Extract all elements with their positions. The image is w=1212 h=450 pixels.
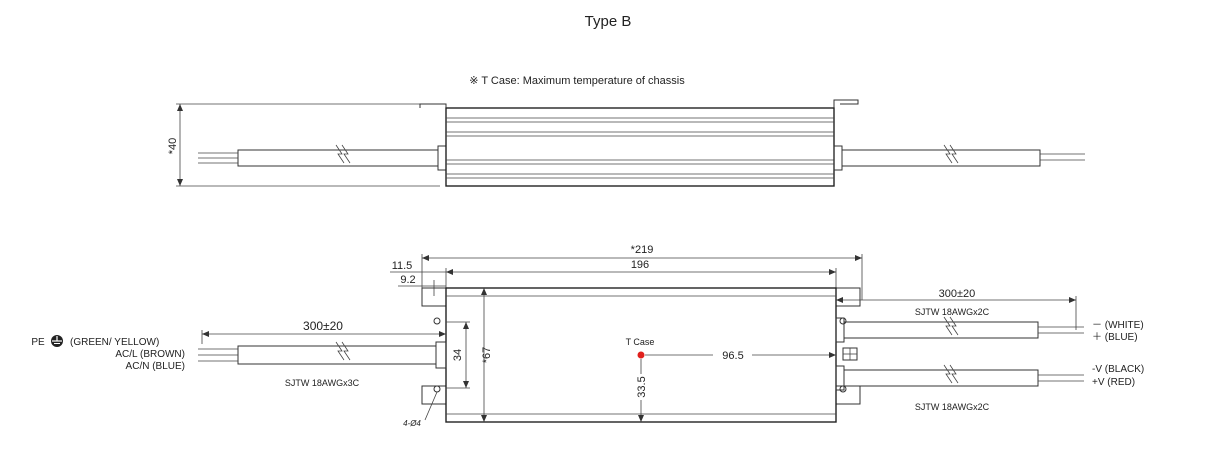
power-wire-1: -V (BLACK) xyxy=(1092,364,1144,375)
tcase-y-label: 33.5 xyxy=(636,376,648,397)
input-wire-2: AC/L (BROWN) xyxy=(115,349,185,360)
output-cable-type-top: SJTW 18AWGx2C xyxy=(915,307,990,317)
drawing-title: Type B xyxy=(585,13,632,30)
top-view: *219 196 11.5 9.2 *67 34 xyxy=(31,244,1144,428)
side-view: *40 xyxy=(167,99,1085,187)
dim-wire-2: ＋ (BLUE) xyxy=(1092,332,1138,343)
tcase-label: T Case xyxy=(626,337,655,347)
output-cable-type-bottom: SJTW 18AWGx2C xyxy=(915,402,990,412)
hole-label: 4-Ø4 xyxy=(403,419,421,428)
input-wire-3: AC/N (BLUE) xyxy=(126,361,185,372)
offset-outer-label: 11.5 xyxy=(392,260,413,272)
height-label: *40 xyxy=(167,138,179,155)
body-length-label: 196 xyxy=(631,259,649,271)
input-cable-length-label: 300±20 xyxy=(303,319,343,333)
width-label: *67 xyxy=(481,347,493,364)
tcase-x-label: 96.5 xyxy=(722,350,743,362)
dim-wire-1: － (WHITE) xyxy=(1092,320,1144,331)
input-wire-1: (GREEN/ YELLOW) xyxy=(70,337,159,348)
output-cable-length-label: 300±20 xyxy=(939,288,976,300)
power-wire-2: +V (RED) xyxy=(1092,377,1135,388)
ground-icon xyxy=(51,335,63,347)
overall-length-label: *219 xyxy=(631,244,654,256)
input-cable-type-label: SJTW 18AWGx3C xyxy=(285,378,360,388)
mount-span-label: 34 xyxy=(452,349,464,361)
tcase-note: ※ T Case: Maximum temperature of chassis xyxy=(469,75,685,87)
offset-inner-label: 9.2 xyxy=(400,274,415,286)
tcase-point xyxy=(637,351,645,359)
pe-label: PE xyxy=(31,337,45,348)
